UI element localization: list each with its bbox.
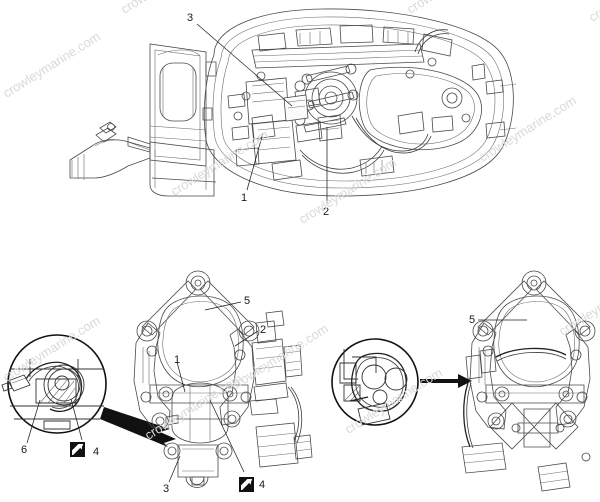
grease-marker-left bbox=[70, 442, 85, 457]
callout-1: 1 bbox=[241, 192, 248, 204]
right-detail-pointer-arrow bbox=[420, 374, 472, 388]
leader-bot-3 bbox=[168, 455, 181, 483]
bottom-panel-bracket-view: 6 4 5 2 1 3 5 4 bbox=[0, 251, 600, 502]
detail-view-left-art bbox=[1, 334, 107, 434]
grease-point-symbol bbox=[70, 442, 85, 457]
callout-bot-5: 5 bbox=[244, 295, 251, 307]
top-panel-artwork bbox=[69, 8, 517, 203]
grease-point-symbol bbox=[239, 477, 254, 492]
leader-bot-5 bbox=[204, 301, 242, 311]
detail-view-right-art bbox=[331, 338, 419, 426]
center-bracket-art bbox=[133, 270, 313, 488]
callout-bot-2: 2 bbox=[260, 324, 267, 336]
bottom-panel-artwork bbox=[1, 270, 596, 492]
callout-3: 3 bbox=[187, 12, 194, 24]
grease-marker-bottom: 4 bbox=[239, 477, 265, 492]
right-bracket-art bbox=[461, 270, 596, 492]
detail-pointer-arrow bbox=[100, 407, 176, 447]
callout-bot-1: 1 bbox=[174, 354, 181, 366]
callout-detail-6: 6 bbox=[21, 444, 28, 456]
grease-marker-label: 4 bbox=[259, 478, 266, 491]
callout-bot-3: 3 bbox=[163, 483, 170, 495]
leader-detail-4 bbox=[70, 398, 83, 441]
leader-detail-6 bbox=[26, 399, 41, 444]
leader-top-3 bbox=[196, 23, 293, 107]
callout-bot-right-5: 5 bbox=[469, 314, 476, 326]
top-panel-engine-view: 3 1 2 bbox=[69, 8, 517, 218]
callout-2: 2 bbox=[323, 206, 330, 218]
leader-bot-1 bbox=[176, 361, 186, 393]
leader-top-1 bbox=[246, 132, 264, 191]
leader-bot-2 bbox=[234, 330, 259, 347]
leader-bot-4 bbox=[209, 399, 245, 473]
callout-detail-4: 4 bbox=[93, 446, 100, 458]
